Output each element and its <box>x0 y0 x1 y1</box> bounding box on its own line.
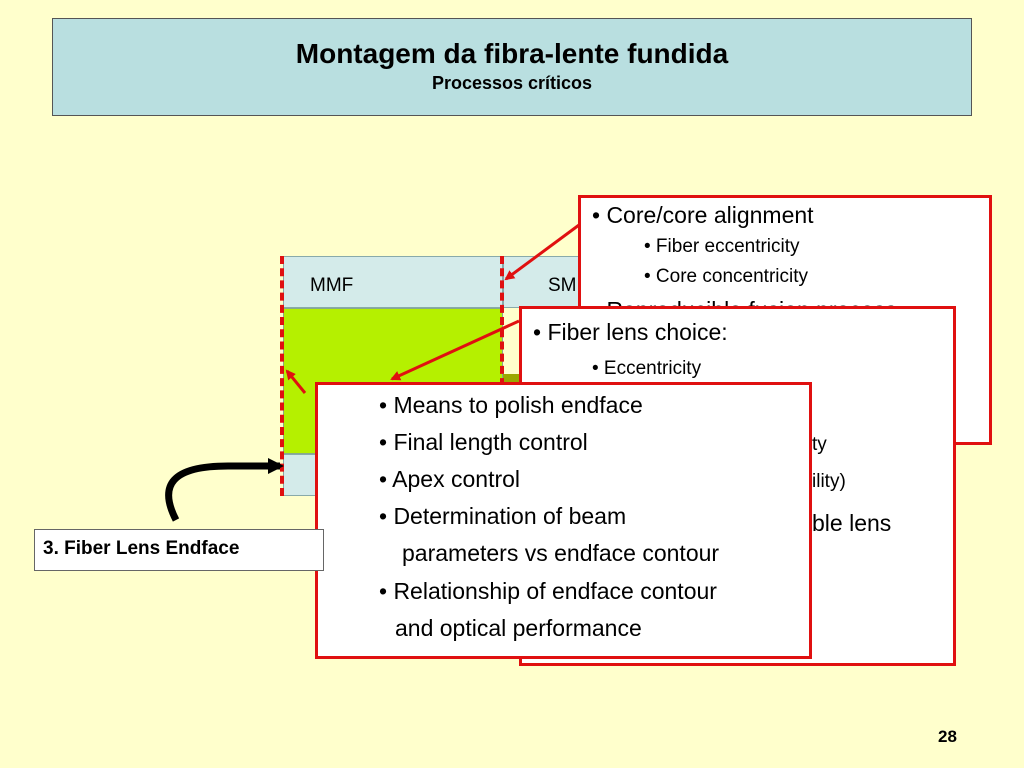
callout-3-line: • Apex control <box>379 466 521 492</box>
slide-subtitle: Processos críticos <box>431 73 593 93</box>
slide-title: Montagem da fibra-lente fundida <box>295 38 729 69</box>
fiber-lens-endface-label: 3. Fiber Lens Endface <box>34 529 324 571</box>
title-box: Montagem da fibra-lente fundida Processo… <box>52 18 972 116</box>
arrow-to-splice <box>504 223 580 281</box>
arrow-to-left-boundary <box>285 369 307 394</box>
mmf-label: MMF <box>310 275 354 296</box>
arrow-to-lens <box>390 319 520 381</box>
callout-endface-polish: • Means to polish endface • Final length… <box>315 382 812 659</box>
callout-3-line: • Means to polish endface <box>379 392 643 418</box>
callout-3-line: • Determination of beam <box>379 503 627 529</box>
callout-3-line: parameters vs endface contour <box>402 540 720 566</box>
callout-1-line: ty <box>812 434 827 455</box>
callout-1-line: • Fiber eccentricity <box>644 236 800 257</box>
callout-1-line: ility) <box>812 471 846 492</box>
callout-1-line: • Core/core alignment <box>592 202 814 228</box>
callout-2-line: • Eccentricity <box>592 358 702 379</box>
page-number: 28 <box>938 727 957 746</box>
left-boundary-dashed-line <box>280 256 284 496</box>
splice-boundary-dashed-line <box>500 256 504 496</box>
callout-3-line: and optical performance <box>395 615 642 641</box>
callout-2-line: • Fiber lens choice: <box>533 319 728 345</box>
callout-3-line: • Final length control <box>379 429 588 455</box>
callout-3-line: • Relationship of endface contour <box>379 578 717 604</box>
callout-1-line: • Core concentricity <box>644 266 808 287</box>
callout-2-line: ble lens <box>812 510 892 536</box>
endface-curved-arrow <box>165 458 284 522</box>
